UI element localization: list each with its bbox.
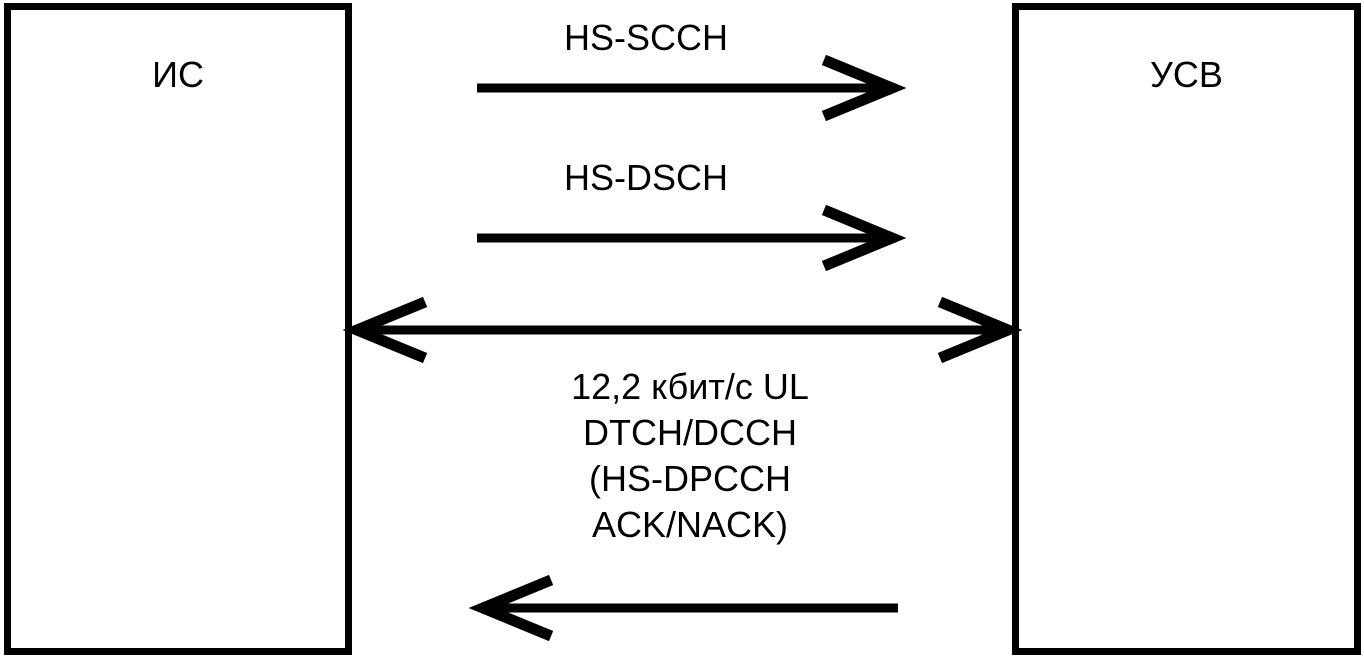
node-label-usv: УСВ	[1150, 54, 1223, 95]
uplink-label-line-1: 12,2 кбит/с UL	[571, 366, 809, 407]
uplink-arrow-label: 12,2 кбит/с UL DTCH/DCCH (HS-DPCCH ACK/N…	[490, 364, 890, 548]
node-label-is: ИС	[152, 54, 204, 95]
hs-dsch-arrow-label: HS-DSCH	[563, 157, 728, 198]
hs-scch-arrow-label: HS-SCCH	[563, 17, 728, 58]
hs-scch-arrow-right-icon	[477, 54, 907, 122]
uplink-label-line-3: (HS-DPCCH	[589, 458, 791, 499]
node-box-is: ИС	[4, 3, 352, 655]
bidirectional-arrow-icon	[342, 296, 1023, 364]
uplink-label-line-2: DTCH/DCCH	[583, 412, 797, 453]
node-box-usv: УСВ	[1012, 3, 1361, 655]
return-arrow-left-icon	[468, 574, 898, 642]
hs-dsch-arrow-right-icon	[477, 204, 907, 272]
uplink-label-line-4: ACK/NACK)	[591, 504, 789, 545]
